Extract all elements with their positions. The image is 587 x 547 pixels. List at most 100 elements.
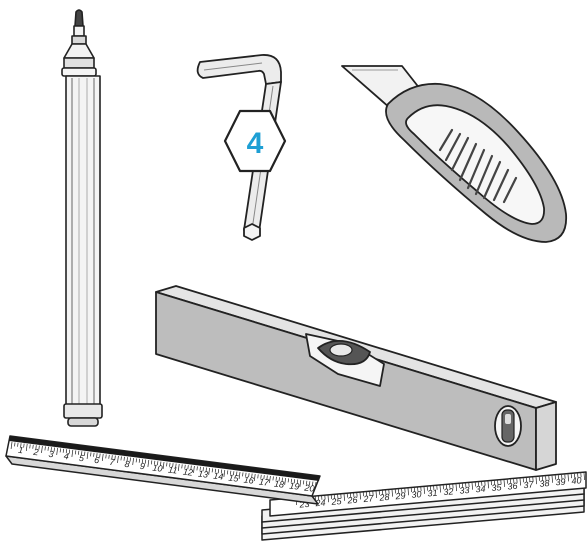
size-hexagon <box>223 109 287 173</box>
ruler-tick <box>583 472 585 481</box>
ruler-number: 19 <box>289 481 300 492</box>
allen-key-size-label: 4 <box>247 127 264 160</box>
ruler-number: 6 <box>94 455 100 466</box>
ruler-number: 17 <box>258 477 270 488</box>
ruler-tick <box>296 479 299 484</box>
ruler-number: 9 <box>139 461 145 472</box>
ruler-tick <box>132 457 134 465</box>
ruler-tick <box>126 457 128 462</box>
ruler-tick <box>196 466 198 471</box>
ruler-tick <box>147 459 150 467</box>
ruler-tick <box>251 473 253 478</box>
ruler-tick <box>117 455 119 463</box>
ruler-tick <box>260 474 262 479</box>
ruler-tick <box>86 451 89 459</box>
ruler-tick <box>101 453 104 461</box>
ruler-number: 16 <box>243 475 254 486</box>
ruler-tick <box>29 444 31 449</box>
ruler-number: 8 <box>124 459 130 470</box>
ruler-tick <box>257 474 259 479</box>
ruler-tick <box>68 449 71 454</box>
ruler-tick <box>177 463 180 471</box>
ruler-tick <box>202 467 204 472</box>
ruler-tick <box>551 475 553 483</box>
ruler-number: 14 <box>213 471 224 482</box>
ruler-tick <box>150 460 153 465</box>
ruler-tick <box>154 460 156 465</box>
ruler-tick <box>71 449 74 457</box>
ruler-tick <box>220 469 223 474</box>
ruler-tick <box>567 474 569 482</box>
ruler-tick <box>487 481 489 489</box>
ruler-tick <box>166 462 168 467</box>
ruler-number: 36 <box>507 481 518 492</box>
ruler-number: 28 <box>378 492 390 503</box>
ruler-tick <box>181 464 183 469</box>
ruler-number: 4 <box>63 451 69 462</box>
ruler-number: 20 <box>303 482 315 493</box>
ruler-tick <box>32 444 34 449</box>
ruler-tick <box>20 443 22 448</box>
ruler-number: 24 <box>314 497 326 508</box>
ruler-tick <box>78 450 80 455</box>
ruler-tick <box>278 477 280 482</box>
ruler-number: 31 <box>427 488 438 499</box>
ruler-tick <box>105 454 107 459</box>
ruler-tick <box>455 484 457 492</box>
ruler-tick <box>93 452 95 457</box>
ruler-tick <box>53 447 55 452</box>
ruler-tick <box>312 481 314 486</box>
ruler-tick <box>253 473 256 481</box>
ruler-tick <box>35 445 37 450</box>
ruler-tick <box>120 456 122 461</box>
ruler-number: 12 <box>182 467 193 478</box>
ruler-tick <box>217 469 220 474</box>
ruler-tick <box>309 481 311 486</box>
ruler-tick <box>65 449 68 454</box>
ruler-number: 34 <box>475 484 486 495</box>
ruler-tick <box>114 455 116 460</box>
ruler-tick <box>25 443 28 451</box>
ruler-tick <box>248 473 250 478</box>
ruler-tick <box>123 456 125 461</box>
ruler-tick <box>10 441 13 449</box>
ruler-tick <box>96 453 98 458</box>
utility-knife <box>341 65 568 243</box>
ruler-tick <box>375 491 377 499</box>
ruler-tick <box>169 462 171 467</box>
ruler-tick <box>56 447 58 455</box>
ruler-tick <box>187 465 189 470</box>
ruler-tick <box>503 479 505 487</box>
ruler-number: 32 <box>443 486 454 497</box>
ruler-number: 33 <box>459 485 470 496</box>
ruler-tick <box>193 465 195 473</box>
ruler-tick <box>281 477 283 482</box>
ruler-tick <box>284 477 286 485</box>
ruler-tick <box>135 458 137 463</box>
ruler-number: 7 <box>109 457 116 468</box>
knife-grip-lines <box>438 128 518 204</box>
ruler-tick <box>17 442 19 447</box>
ruler-tick <box>535 477 537 485</box>
spirit-level <box>155 285 557 471</box>
ruler-number: 30 <box>411 489 422 500</box>
ruler-number: 40 <box>571 475 582 486</box>
ruler-tick <box>108 454 110 459</box>
ruler-tick <box>343 493 345 501</box>
ruler-tick <box>141 459 144 464</box>
ruler-tick <box>157 461 159 466</box>
ruler-tick <box>302 480 305 485</box>
ruler-tick <box>41 445 43 453</box>
ruler-tick <box>129 457 131 462</box>
ruler-number: 35 <box>491 482 503 493</box>
ruler-tick <box>50 447 52 452</box>
ruler-tick <box>184 464 186 469</box>
ruler-tick <box>84 451 86 456</box>
ruler-tick <box>519 478 521 486</box>
ruler-number: 1 <box>18 445 24 456</box>
ruler-tick <box>223 469 226 477</box>
